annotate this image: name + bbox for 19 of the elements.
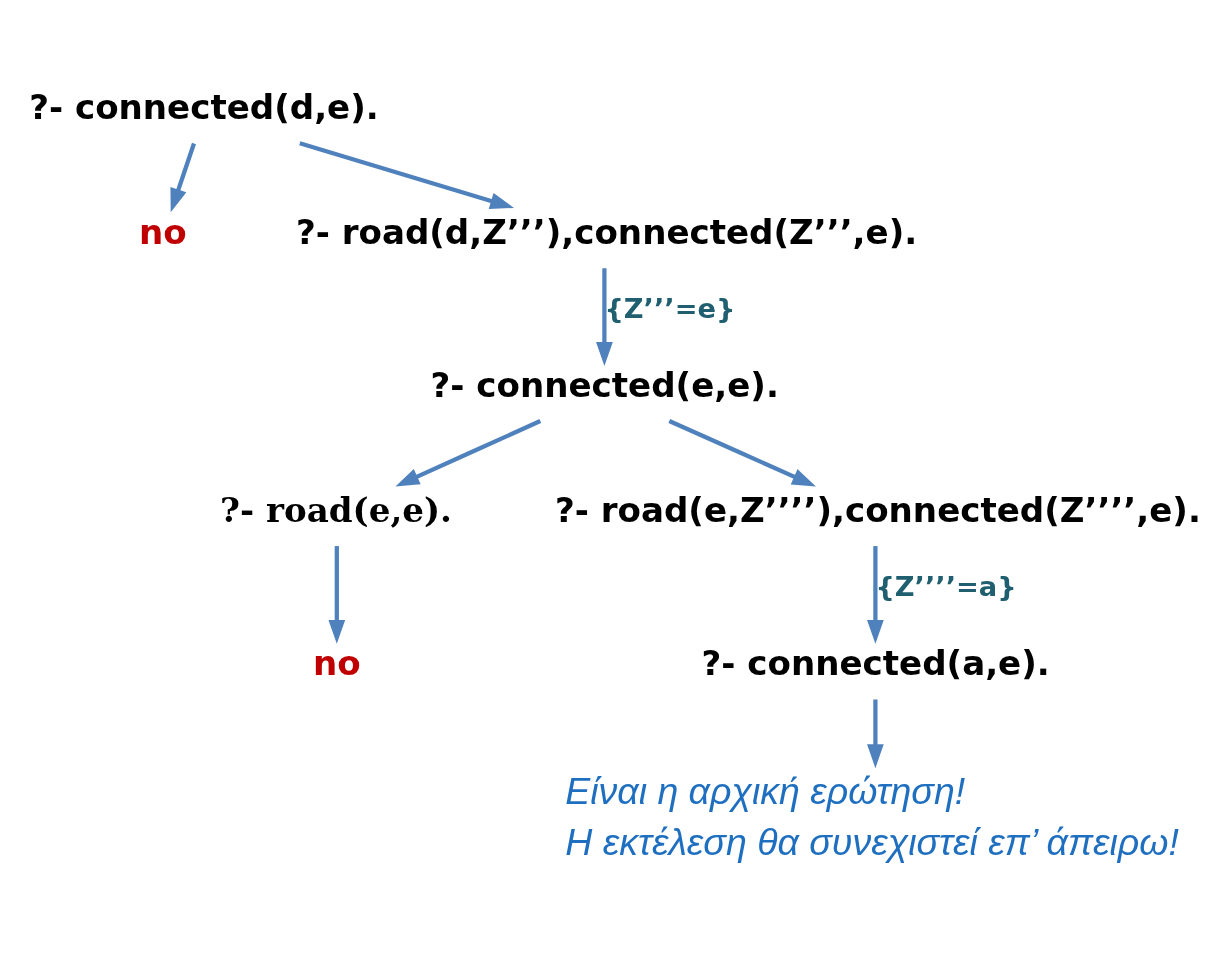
node-text: ?- road(d,Z’’’),connected(Z’’’,e). (295, 211, 918, 252)
arrow (299, 140, 515, 209)
node-text: ?- road(e,Z’’’’),connected(Z’’’’,e). (554, 489, 1201, 530)
node-text: ?- connected(d,e). (29, 86, 379, 127)
node-text: ?- connected(a,e). (701, 642, 1050, 683)
edge-label: {Z’’’’=a} (875, 570, 1017, 602)
node-text: Είναι η αρχική ερώτηση! Η εκτέλεση θα συνεχιστεί επ’ άπειρω! (565, 769, 1179, 863)
node-text: ?- connected(e,e). (430, 364, 779, 405)
arrow (596, 267, 613, 366)
edge-label: {Z’’’=e} (604, 292, 736, 324)
arrow (328, 545, 346, 644)
arrow (668, 418, 816, 486)
node-text: no (139, 211, 187, 252)
arrow (395, 418, 542, 487)
node-text: ?- road(e,e). (220, 489, 452, 530)
arrow (170, 142, 196, 212)
arrow (867, 545, 884, 644)
node-text: no (312, 642, 361, 683)
arrow (867, 699, 884, 768)
